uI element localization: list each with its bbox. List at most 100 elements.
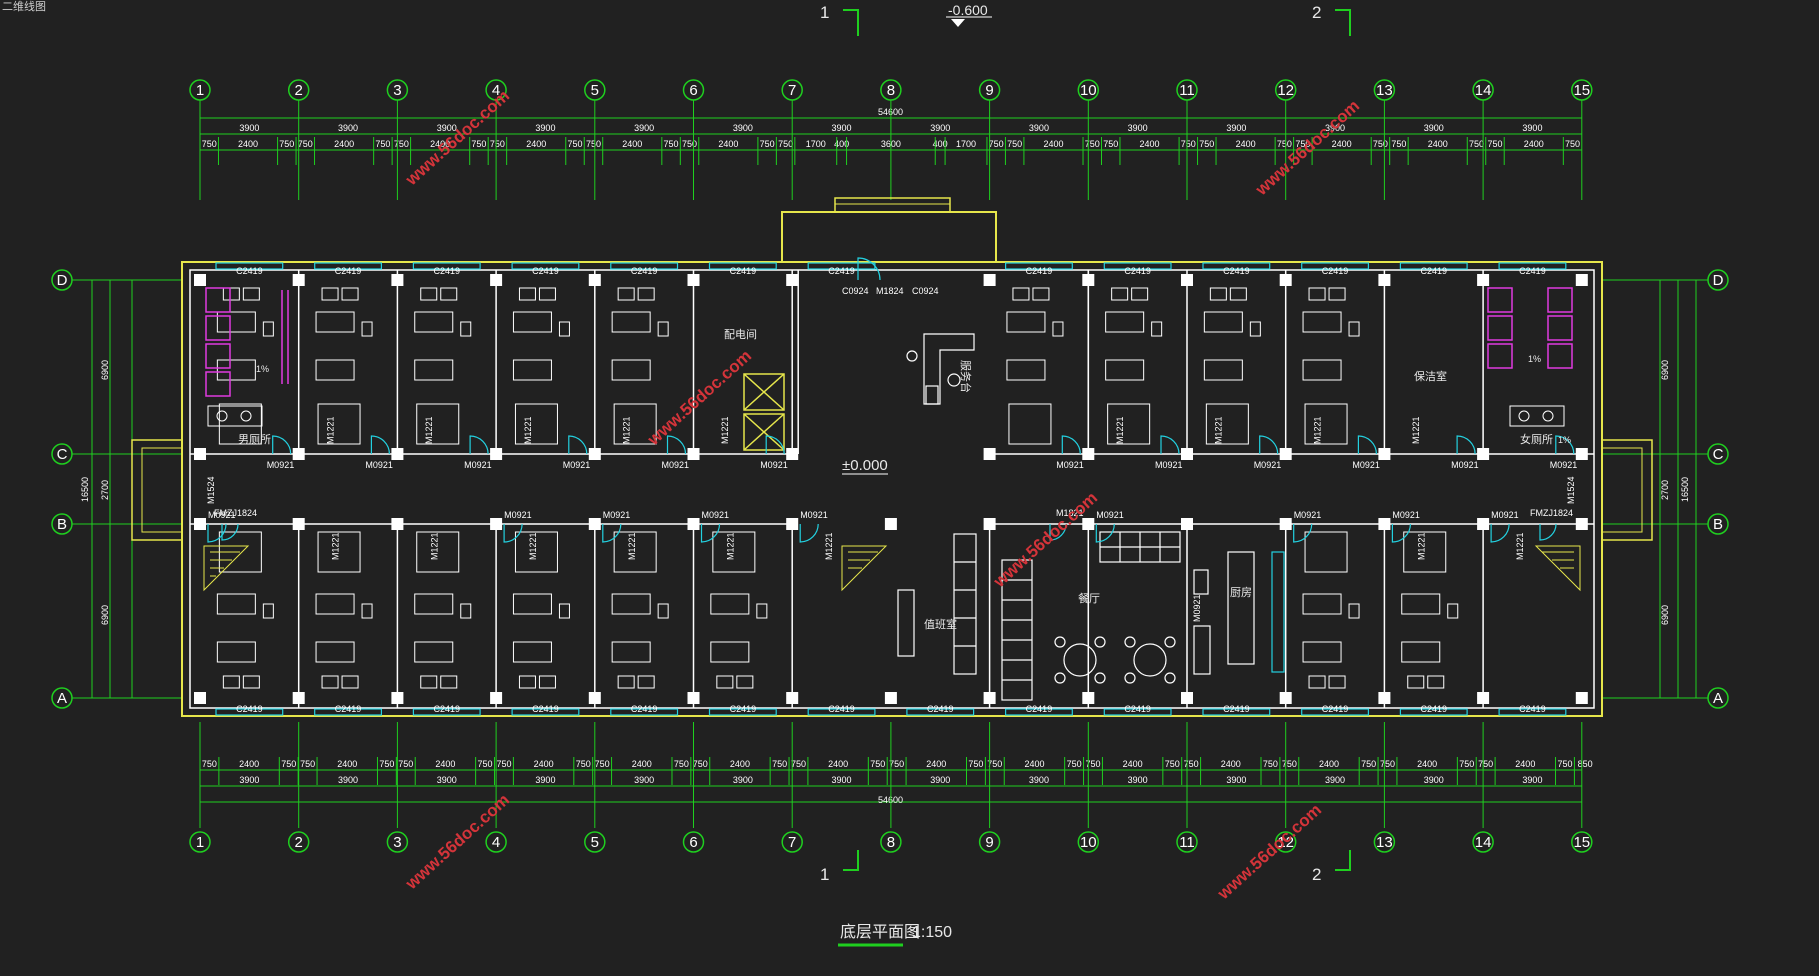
duty-room-label: 值班室 (924, 617, 957, 631)
detail-dim: 2400 (730, 759, 750, 769)
detail-dim: 750 (1165, 759, 1180, 769)
bath-door-label: M1221 (1411, 416, 1421, 444)
slope-right: 1% (1528, 354, 1541, 364)
row-bubble-right-C (1707, 443, 1729, 465)
door-swing (1490, 523, 1510, 543)
door-swing (1555, 435, 1575, 455)
column-12-A (1279, 692, 1292, 704)
left-depth-upper: 6900 (100, 360, 110, 380)
window-label-bottom: C2419 (1322, 704, 1349, 714)
column-13-A (1378, 692, 1391, 704)
column-14-A (1477, 692, 1490, 704)
left-stair (203, 545, 250, 592)
window-label-top: C2419 (730, 266, 757, 276)
axis-bubble-top-6 (682, 79, 705, 101)
window-label-top: C2419 (631, 266, 658, 276)
axis-bubble-top-8 (880, 79, 902, 101)
axis-bubble-top-2 (287, 79, 310, 101)
door-swing (469, 435, 489, 455)
axis-bubble-top-15 (1571, 79, 1593, 101)
window-bottom (1301, 708, 1369, 716)
door-swing (568, 435, 588, 455)
window-label-top: C2419 (1026, 266, 1053, 276)
detail-dim: 750 (281, 759, 296, 769)
window-label-top: C2419 (236, 266, 263, 276)
column-1-D (194, 274, 206, 286)
detail-dim: 750 (1277, 139, 1292, 149)
column-9-A (983, 692, 996, 704)
axis-bubble-top-4 (485, 79, 507, 101)
window-bottom (708, 708, 777, 716)
axis-bubble-bottom-4 (485, 831, 507, 853)
column-1-C (194, 448, 206, 460)
axis-label-top-14: 14 (1475, 82, 1492, 99)
right-side-dimensions (1659, 280, 1697, 698)
door-label: M0921 (1451, 460, 1479, 470)
bay-dim-bottom: 3900 (832, 775, 852, 785)
axis-bubble-bottom-7 (781, 831, 803, 853)
column-11-A (1181, 692, 1193, 704)
detail-dim: 750 (1263, 759, 1278, 769)
watermark-6: www.56doc.com (1213, 800, 1325, 904)
detail-dim: 750 (791, 759, 806, 769)
detail-dim: 2400 (238, 139, 258, 149)
axis-label-bottom-9: 9 (985, 834, 993, 851)
door-swing (765, 435, 785, 455)
detail-dim: 2400 (239, 759, 259, 769)
right-overall-width: 16500 (1680, 477, 1690, 502)
bath-door-label: M1221 (331, 532, 341, 560)
detail-dim: 2400 (622, 139, 642, 149)
axis-lines (199, 100, 1583, 828)
bath-door-label: M1221 (1515, 532, 1525, 560)
axis-label-bottom-12: 12 (1277, 834, 1294, 851)
section-2-bottom: 2 (1312, 865, 1321, 884)
axis-bubble-top-5 (584, 79, 606, 101)
axis-label-top-13: 13 (1376, 82, 1393, 99)
bottom-windows (215, 708, 1567, 716)
window-top (1399, 262, 1468, 270)
window-top (1202, 262, 1271, 270)
detail-dim: 750 (1103, 139, 1118, 149)
detail-dim: 750 (870, 759, 885, 769)
column-7-A (786, 692, 799, 704)
axis-label-bottom-13: 13 (1376, 834, 1393, 851)
column-4-A (490, 692, 503, 704)
bay-dim-bottom: 3900 (239, 775, 259, 785)
axis-label-bottom-4: 4 (492, 834, 500, 851)
axis-bubble-bottom-2 (287, 831, 310, 853)
detail-dim: 2400 (1524, 139, 1544, 149)
kitchen-label: 厨房 (1230, 586, 1252, 599)
column-3-B (391, 518, 404, 530)
detail-dim: 750 (1295, 139, 1310, 149)
window-label-bottom: C2419 (730, 704, 757, 714)
door-label: M0921 (464, 460, 492, 470)
column-15-B (1575, 518, 1588, 530)
column-1-B (194, 518, 206, 530)
door-swings (207, 257, 1575, 543)
window-label-bottom: C2419 (1026, 704, 1053, 714)
axis-bubble-bottom-5 (584, 831, 606, 853)
window-bottom (215, 708, 284, 716)
axis-bubbles: 1122334455667788991010111112121313141415… (189, 79, 1593, 853)
column-10-C (1082, 448, 1095, 460)
door-label: M0921 (1056, 460, 1084, 470)
bay-dim-top: 3900 (1325, 123, 1345, 133)
detail-dim: 750 (478, 759, 493, 769)
detail-dim: 750 (379, 759, 394, 769)
detail-dim: 1700 (806, 139, 826, 149)
door-label: M1824 (876, 286, 904, 296)
axis-label-top-3: 3 (393, 82, 401, 99)
detail-dim: 750 (1487, 139, 1502, 149)
row-label-right-A: A (1713, 690, 1723, 707)
side-door-left: M1524 (206, 476, 216, 504)
window-bottom (1399, 708, 1468, 716)
bath-door-label: M1221 (429, 532, 439, 560)
detail-dim: 400 (933, 139, 948, 149)
column-12-C (1279, 448, 1292, 460)
door-swing (1456, 435, 1476, 455)
window-label-top: C2419 (433, 266, 460, 276)
column-5-C (588, 448, 601, 460)
